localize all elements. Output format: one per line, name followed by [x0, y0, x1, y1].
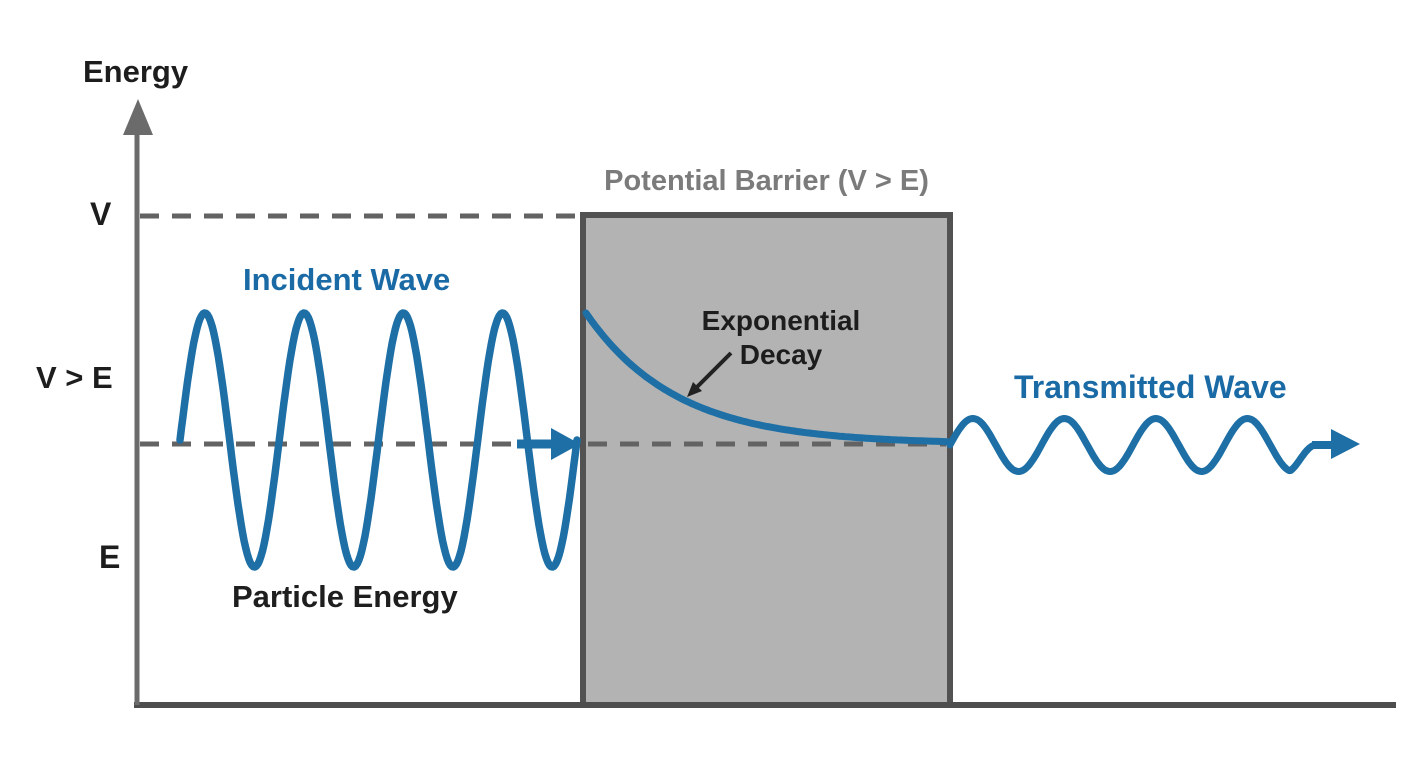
exponential-decay-label-line2: Decay	[739, 339, 823, 370]
potential-barrier-rect	[580, 212, 953, 708]
incident-wave-label: Incident Wave	[243, 262, 451, 297]
incident-wave-path	[176, 309, 581, 571]
energy-axis-label: Energy	[83, 54, 189, 89]
decay-annotation-arrowhead-icon	[687, 382, 702, 397]
v-level-label: V	[90, 196, 112, 232]
transmitted-wave-path	[946, 415, 1320, 475]
transmitted-wave-arrowhead-icon	[1331, 429, 1360, 459]
y-axis-arrowhead-icon	[123, 99, 153, 135]
incident-wave-arrowhead-icon	[551, 428, 580, 460]
decay-annotation-arrow-shaft	[695, 351, 733, 389]
exponential-decay-curve	[582, 309, 952, 446]
v-greater-e-label: V > E	[36, 360, 113, 395]
e-level-label: E	[99, 539, 121, 575]
potential-barrier-label: Potential Barrier (V > E)	[604, 165, 929, 197]
particle-energy-label: Particle Energy	[232, 579, 458, 614]
exponential-decay-label: Exponential Decay	[666, 304, 896, 372]
exponential-decay-label-line1: Exponential	[701, 305, 861, 336]
transmitted-wave-label: Transmitted Wave	[1014, 369, 1287, 405]
